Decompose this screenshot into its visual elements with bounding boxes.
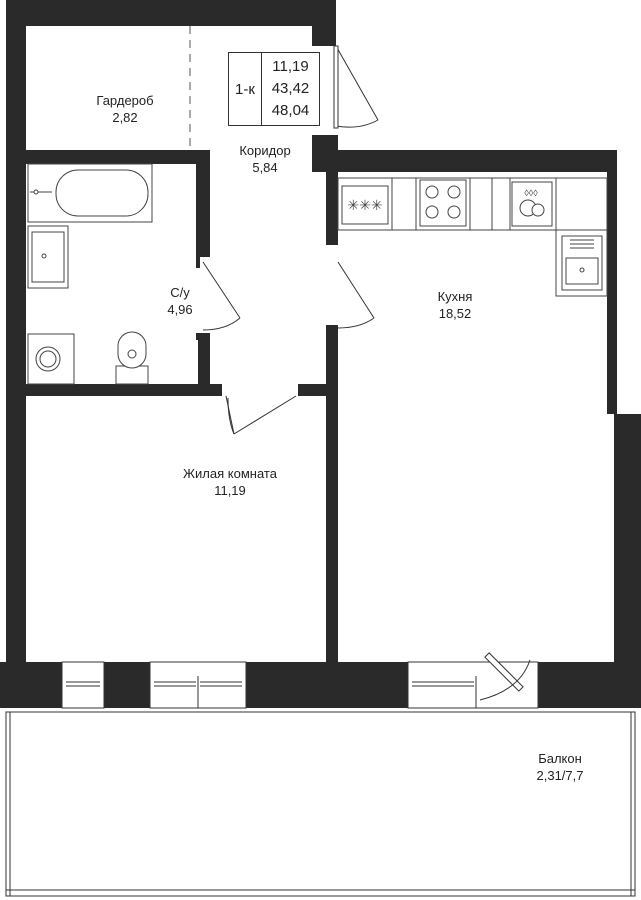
room-label-garderob: Гардероб 2,82 <box>70 92 180 126</box>
wall-bath-top <box>26 150 210 164</box>
wall-bottom-mid2 <box>246 662 408 708</box>
doors <box>202 45 379 435</box>
bathroom-fixtures <box>27 163 153 385</box>
apartment-type: 1-к <box>229 53 262 125</box>
wall-bottom-right <box>538 662 641 708</box>
room-label-su: С/у 4,96 <box>140 284 220 318</box>
entrance-door <box>335 45 379 128</box>
balcony-door <box>479 652 531 701</box>
kitchen-door <box>337 261 375 329</box>
wall-kitchen-right-upper <box>607 150 617 420</box>
balcony <box>5 711 636 897</box>
apartment-summary: 1-к 11,19 43,42 48,04 <box>228 52 320 126</box>
room-name: Балкон <box>538 751 582 766</box>
wall-partition-lower <box>326 325 338 670</box>
wall-bottom-mid1 <box>104 662 150 708</box>
wall-partition-upper <box>326 165 338 245</box>
wall-right-lower <box>614 414 641 704</box>
wall-top-left <box>6 0 336 26</box>
room-label-koridor: Коридор 5,84 <box>210 142 320 176</box>
wall-top-notch <box>312 26 336 46</box>
room-name: Коридор <box>239 143 291 158</box>
svg-text:✳✳✳: ✳✳✳ <box>347 197 382 213</box>
room-label-kuhnya: Кухня 18,52 <box>400 288 510 322</box>
room-area: 4,96 <box>167 302 193 317</box>
apartment-areas: 11,19 43,42 48,04 <box>262 56 319 122</box>
wall-kitchen-top <box>312 150 617 172</box>
room-label-balkon: Балкон 2,31/7,7 <box>505 750 615 784</box>
wall-left <box>6 0 26 700</box>
toilet-icon <box>115 365 149 385</box>
room-name: С/у <box>170 285 190 300</box>
hood-icon <box>341 185 389 225</box>
room-area: 11,19 <box>214 483 246 498</box>
walls <box>0 0 641 708</box>
living-door <box>225 395 297 435</box>
room-name: Гардероб <box>96 93 154 108</box>
stove-icon <box>419 179 467 227</box>
svg-text:◊◊◊: ◊◊◊ <box>524 188 538 198</box>
room-area: 18,52 <box>438 306 472 321</box>
room-area: 2,82 <box>112 110 138 125</box>
room-label-zhilaya: Жилая комната 11,19 <box>150 465 310 499</box>
window-living-1 <box>61 661 105 709</box>
room-name: Кухня <box>437 289 473 304</box>
room-area: 5,84 <box>252 160 278 175</box>
total-area-value: 43,42 <box>271 80 310 97</box>
wall-living-top-left <box>26 384 222 396</box>
wall-bottom-left <box>0 662 62 708</box>
bathroom-door <box>202 261 241 331</box>
total-area-with-balcony-value: 48,04 <box>271 102 310 119</box>
living-area-value: 11,19 <box>272 58 309 75</box>
room-name: Жилая комната <box>183 466 277 481</box>
kitchen-fixtures: ✳✳✳ ◊◊◊ <box>337 177 608 297</box>
room-area: 2,31/7,7 <box>536 768 584 783</box>
